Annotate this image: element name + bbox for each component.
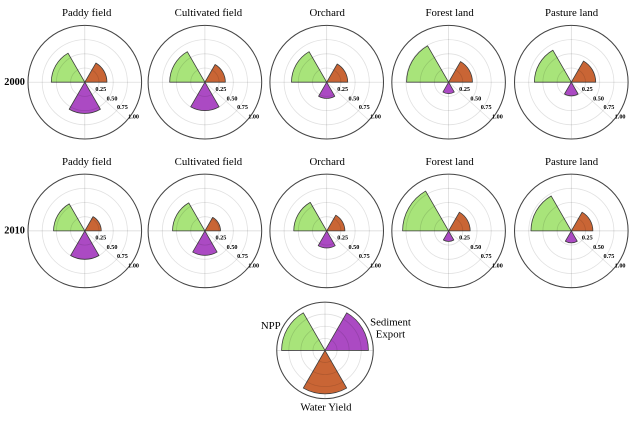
svg-text:1.00: 1.00 [615, 262, 626, 269]
svg-text:0.50: 0.50 [593, 95, 604, 102]
svg-text:1.00: 1.00 [492, 262, 503, 269]
svg-text:1.00: 1.00 [128, 114, 139, 121]
svg-text:Forest land: Forest land [425, 7, 474, 19]
svg-text:0.25: 0.25 [582, 86, 593, 93]
svg-text:Water Yield: Water Yield [300, 402, 352, 414]
svg-text:0.25: 0.25 [215, 235, 226, 242]
svg-text:NPP: NPP [261, 320, 281, 332]
svg-text:0.50: 0.50 [348, 95, 359, 102]
svg-text:0.75: 0.75 [481, 253, 492, 260]
svg-text:2000: 2000 [4, 77, 25, 88]
svg-text:0.75: 0.75 [237, 104, 248, 111]
svg-text:2010: 2010 [4, 226, 25, 237]
svg-text:0.50: 0.50 [227, 95, 238, 102]
svg-text:Pasture land: Pasture land [545, 7, 599, 19]
svg-text:0.75: 0.75 [359, 253, 370, 260]
svg-text:0.50: 0.50 [227, 244, 238, 251]
svg-text:0.25: 0.25 [95, 86, 106, 93]
svg-text:0.75: 0.75 [237, 253, 248, 260]
svg-text:Orchard: Orchard [310, 7, 346, 19]
svg-text:0.25: 0.25 [459, 235, 470, 242]
svg-text:1.00: 1.00 [615, 114, 626, 121]
svg-text:Export: Export [376, 328, 405, 340]
svg-text:Cultivated field: Cultivated field [175, 7, 243, 19]
svg-text:0.50: 0.50 [470, 244, 481, 251]
svg-text:0.25: 0.25 [337, 235, 348, 242]
svg-text:1.00: 1.00 [128, 262, 139, 269]
svg-text:0.25: 0.25 [337, 86, 348, 93]
svg-text:0.50: 0.50 [348, 244, 359, 251]
svg-text:1.00: 1.00 [248, 114, 259, 121]
svg-text:0.75: 0.75 [359, 104, 370, 111]
svg-text:Paddy field: Paddy field [62, 156, 112, 168]
svg-text:Sediment: Sediment [370, 317, 411, 329]
svg-text:1.00: 1.00 [370, 262, 381, 269]
svg-text:Orchard: Orchard [310, 156, 346, 168]
svg-text:1.00: 1.00 [492, 114, 503, 121]
svg-text:0.50: 0.50 [470, 95, 481, 102]
svg-text:0.25: 0.25 [215, 86, 226, 93]
svg-text:0.25: 0.25 [95, 235, 106, 242]
svg-text:0.50: 0.50 [107, 244, 118, 251]
svg-text:0.75: 0.75 [603, 253, 614, 260]
svg-text:1.00: 1.00 [248, 262, 259, 269]
svg-text:1.00: 1.00 [370, 114, 381, 121]
svg-text:0.75: 0.75 [117, 253, 128, 260]
svg-text:0.50: 0.50 [593, 244, 604, 251]
svg-text:Pasture land: Pasture land [545, 156, 599, 168]
svg-text:0.25: 0.25 [582, 235, 593, 242]
svg-text:Paddy field: Paddy field [62, 7, 112, 19]
svg-text:Cultivated field: Cultivated field [175, 156, 243, 168]
svg-text:0.75: 0.75 [481, 104, 492, 111]
svg-text:Forest land: Forest land [425, 156, 474, 168]
svg-text:0.50: 0.50 [107, 95, 118, 102]
svg-text:0.25: 0.25 [459, 86, 470, 93]
svg-text:0.75: 0.75 [117, 104, 128, 111]
svg-text:0.75: 0.75 [603, 104, 614, 111]
